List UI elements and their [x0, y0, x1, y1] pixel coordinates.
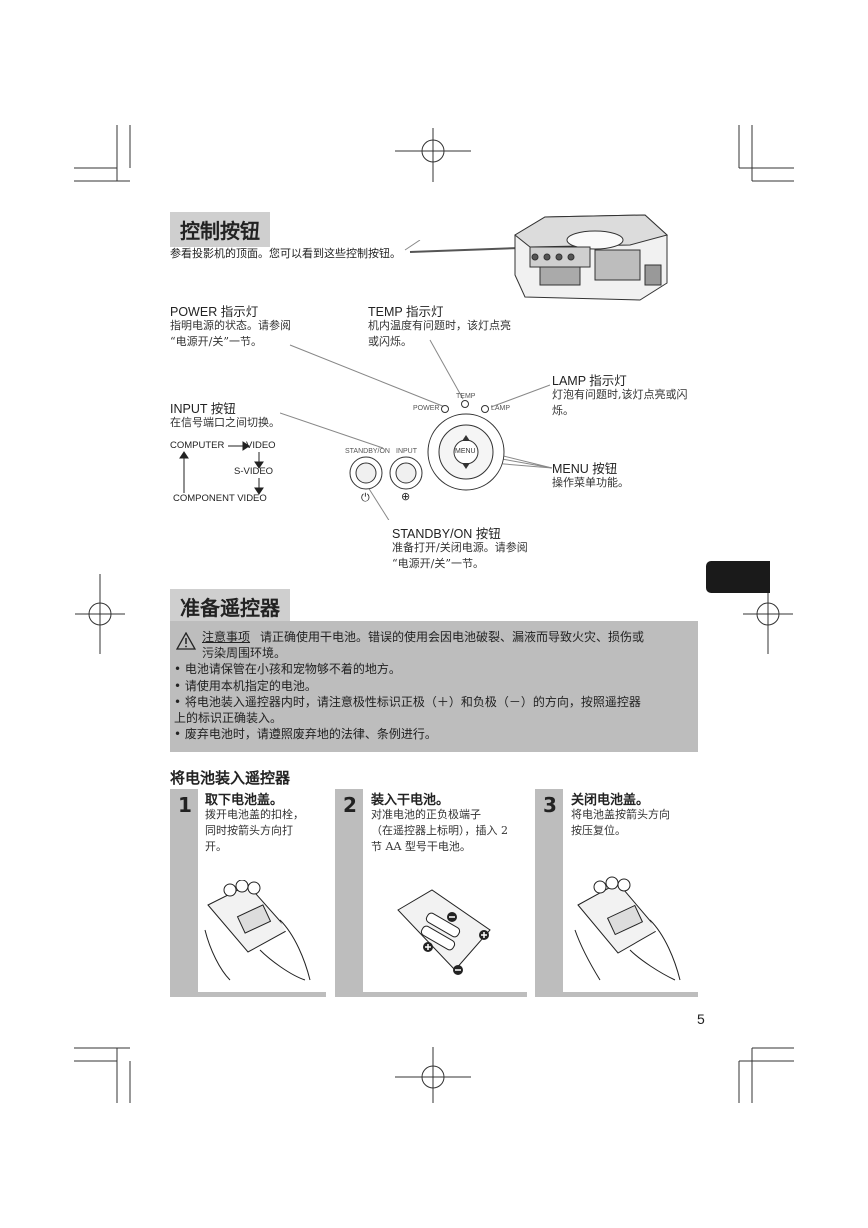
input-flow-video: VIDEO — [246, 440, 276, 451]
caution-bullet-1-text: 电池请保管在小孩和宠物够不着的地方。 — [184, 662, 401, 676]
step-1-panel — [170, 789, 326, 997]
lamp-indicator-title: LAMP 指示灯 — [552, 374, 627, 388]
panel-label-lamp: LAMP — [491, 405, 511, 412]
caution-line-2: 污染周围环境。 — [202, 646, 287, 660]
input-flow-arrows — [179, 441, 264, 495]
input-flow-computer: COMPUTER — [170, 440, 225, 451]
caution-box: 注意事项 请正确使用干电池。错误的使用会因电池破裂、漏液而导致火灾、损伤或 污染… — [170, 621, 698, 752]
projector-illustration — [409, 214, 669, 301]
input-flow-svideo: S-VIDEO — [234, 466, 274, 477]
step-2-desc-1: 对准电池的正负极端子 — [371, 808, 481, 821]
section-title-remote: 准备遥控器 — [170, 589, 290, 624]
lamp-indicator-desc-1: 灯泡有问题时,该灯点亮或闪 — [552, 388, 688, 401]
standby-button-title: STANDBY/ON 按钮 — [392, 527, 501, 541]
lamp-indicator-desc-2: 烁。 — [552, 404, 574, 417]
panel-label-power: POWER — [413, 405, 440, 412]
power-indicator-desc-2: “电源开/关”一节。 — [170, 335, 262, 348]
control-panel-diagram — [280, 240, 553, 520]
caution-bullet-4: • 废弃电池时，请遵照废弃地的法律、条例进行。 — [174, 727, 437, 741]
section-title-controls: 控制按钮 — [170, 212, 270, 247]
menu-button-desc: 操作菜单功能。 — [552, 476, 629, 489]
caution-bullet-3-text: 将电池装入遥控器内时，请注意极性标识正极（＋）和负极（－）的方向，按照遥控器 — [184, 695, 641, 709]
caution-line-1: 请正确使用干电池。错误的使用会因电池破裂、漏液而导致火灾、损伤或 — [260, 630, 645, 644]
step-1-illustration — [204, 880, 311, 981]
step-1-title: 取下电池盖。 — [205, 793, 284, 808]
temp-indicator-title: TEMP 指示灯 — [368, 305, 444, 319]
step-2-desc-2: （在遥控器上标明），插入 2 — [371, 824, 508, 837]
step-1-desc-1: 拨开电池盖的扣栓， — [205, 808, 304, 821]
controls-intro: 参看投影机的顶面。您可以看到这些控制按钮。 — [170, 247, 401, 260]
power-indicator-desc-1: 指明电源的状态。请参阅 — [170, 319, 291, 332]
input-button-title: INPUT 按钮 — [170, 402, 236, 416]
caution-bullet-3: • 将电池装入遥控器内时，请注意极性标识正极（＋）和负极（－）的方向，按照遥控器 — [174, 695, 641, 709]
step-2-number: 2 — [343, 793, 357, 817]
step-2-desc-3: 节 AA 型号干电池。 — [371, 840, 471, 853]
input-symbol-icon: ⊕ — [401, 490, 411, 503]
step-3-title: 关闭电池盖。 — [571, 793, 650, 808]
panel-label-standby: STANDBY/ON — [345, 448, 390, 455]
standby-button-desc-1: 准备打开/关闭电源。请参阅 — [392, 541, 528, 554]
page-number: 5 — [697, 1011, 705, 1027]
input-flow-component: COMPONENT VIDEO — [173, 493, 267, 504]
caution-bullet-3-cont: 上的标识正确装入。 — [174, 711, 283, 725]
power-symbol-icon: ⏻ — [361, 491, 370, 504]
step-1-desc-3: 开。 — [205, 840, 227, 853]
caution-bullet-1: • 电池请保管在小孩和宠物够不着的地方。 — [174, 662, 401, 676]
step-1-desc-2: 同时按箭头方向打 — [205, 824, 293, 837]
panel-label-menu: MENU — [455, 448, 476, 455]
step-1-number: 1 — [178, 793, 192, 817]
temp-indicator-desc-2: 或闪烁。 — [368, 335, 412, 348]
chapter-tab — [706, 561, 770, 593]
panel-label-input: INPUT — [396, 448, 417, 455]
warning-triangle-icon — [176, 632, 196, 650]
temp-indicator-desc-1: 机内温度有问题时，该灯点亮 — [368, 319, 511, 332]
step-3-desc-1: 将电池盖按箭头方向 — [571, 808, 670, 821]
step-2-title: 装入干电池。 — [371, 793, 450, 808]
caution-bullet-2-text: 请使用本机指定的电池。 — [184, 679, 317, 693]
menu-button-title: MENU 按钮 — [552, 462, 618, 476]
caution-heading: 注意事项 — [202, 630, 251, 644]
step-3-desc-2: 按压复位。 — [571, 824, 626, 837]
step-2-illustration — [397, 889, 491, 975]
caution-bullet-4-text: 废弃电池时，请遵照废弃地的法律、条例进行。 — [184, 727, 437, 741]
step-1-inner — [198, 789, 326, 992]
step-3-number: 3 — [543, 793, 557, 817]
step-3-inner — [563, 789, 698, 992]
input-button-desc: 在信号端口之间切换。 — [170, 416, 280, 429]
power-indicator-title: POWER 指示灯 — [170, 305, 259, 319]
panel-label-temp: TEMP — [456, 393, 476, 400]
caution-bullet-2: • 请使用本机指定的电池。 — [174, 679, 317, 693]
battery-heading: 将电池装入遥控器 — [170, 769, 291, 787]
standby-button-desc-2: “电源开/关”一节。 — [392, 557, 484, 570]
step-3-illustration — [574, 876, 681, 981]
